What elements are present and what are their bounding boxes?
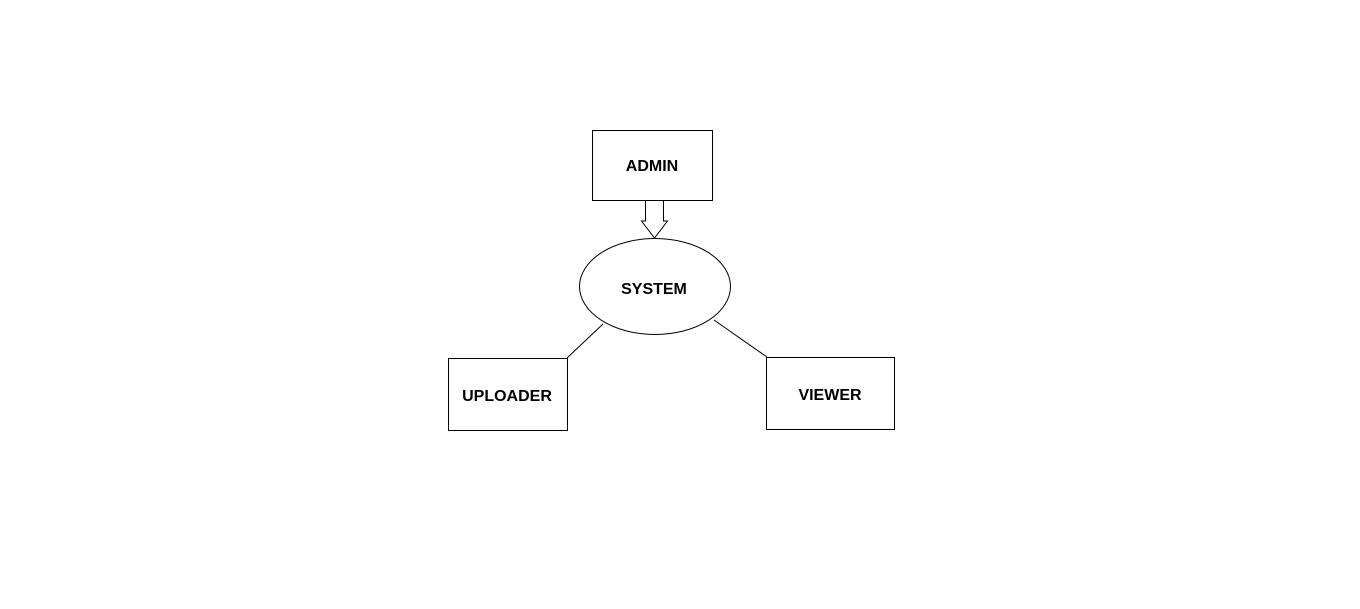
- admin-label: ADMIN: [626, 158, 678, 175]
- edge-system-to-viewer: [713, 319, 768, 358]
- uploader-label: UPLOADER: [462, 388, 552, 405]
- viewer-label: VIEWER: [798, 387, 862, 404]
- system-label: SYSTEM: [621, 281, 687, 298]
- viewer-box: [766, 357, 895, 430]
- edge-admin-to-system: [640, 201, 669, 239]
- node-system: SYSTEM: [579, 238, 731, 335]
- hollow-arrow: [640, 201, 669, 239]
- node-uploader: UPLOADER: [448, 358, 568, 431]
- node-admin: ADMIN: [592, 130, 713, 201]
- admin-box: [592, 130, 713, 201]
- system-ellipse: [579, 238, 731, 335]
- uploader-box: [448, 358, 568, 431]
- edge-system-to-uploader: [566, 323, 604, 359]
- node-viewer: VIEWER: [766, 357, 895, 430]
